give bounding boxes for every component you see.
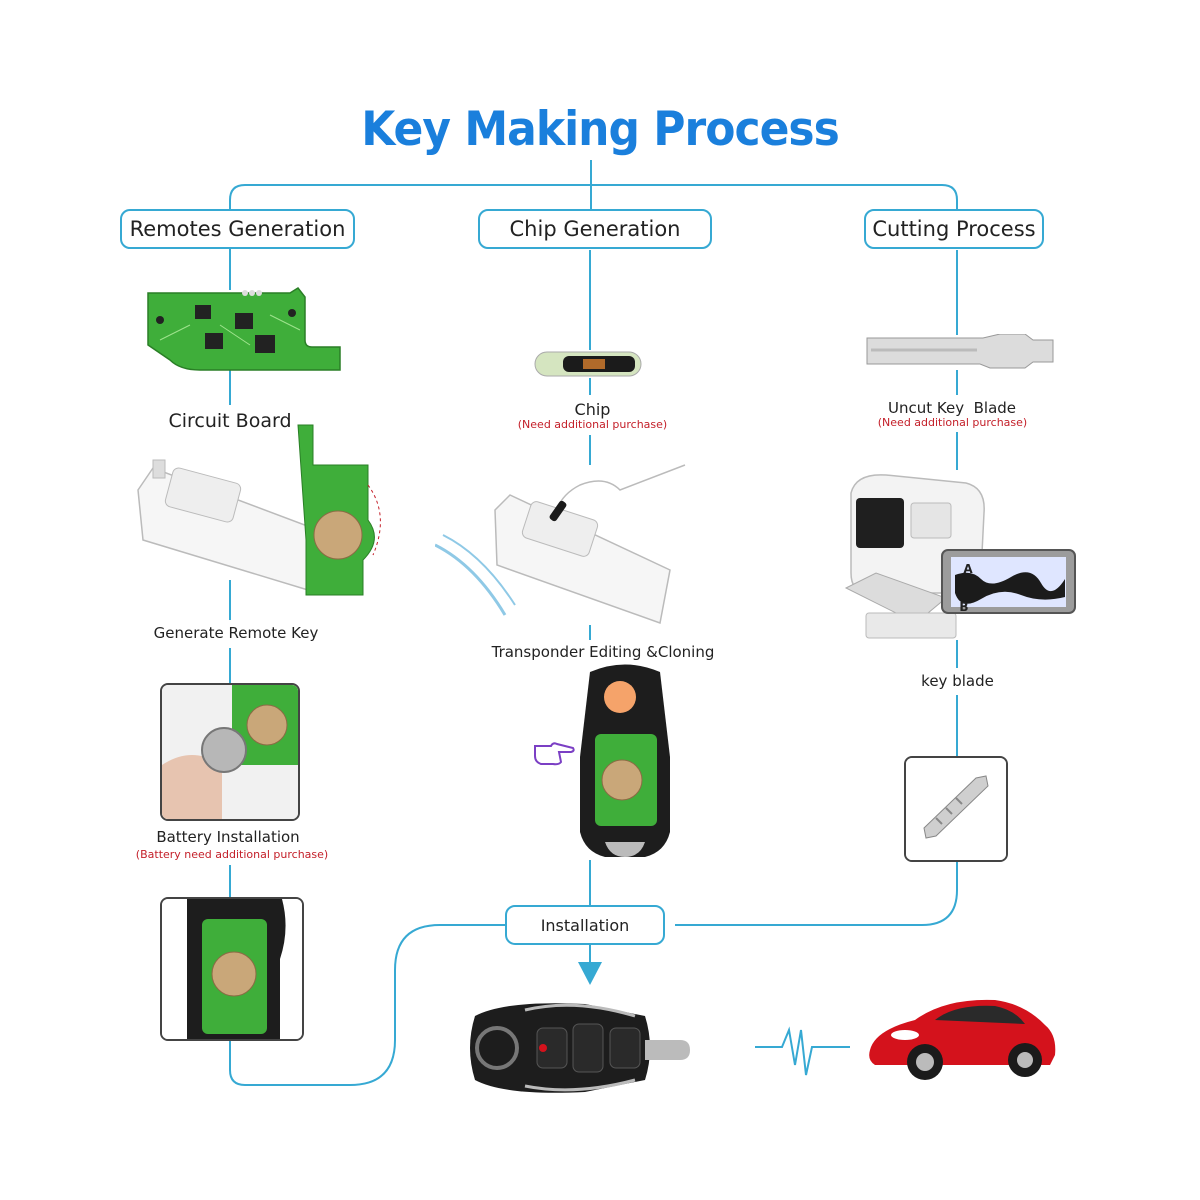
- chart-label-a: A: [963, 562, 973, 576]
- circuit-board-image: [147, 287, 341, 371]
- pointing-hand-icon: [534, 742, 575, 766]
- finished-flip-key-image: [470, 1003, 690, 1093]
- uncut-blade-image: [866, 334, 1054, 369]
- cut-blade-photo: [904, 756, 1008, 862]
- generate-remote-key-label: Generate Remote Key: [153, 624, 319, 642]
- flip-key-inside-photo: [160, 897, 304, 1041]
- battery-installation-label: Battery Installation: [156, 828, 300, 846]
- red-car-image: [869, 999, 1056, 1080]
- circuit-board-label: Circuit Board: [168, 410, 292, 432]
- blade-note: (Need additional purchase): [877, 416, 1028, 429]
- signal-wave-icon: [755, 1026, 850, 1076]
- chip-image: [534, 351, 642, 377]
- flip-key-open-image: [580, 664, 670, 857]
- battery-photo: [160, 683, 300, 821]
- chip-programmer-image: [435, 464, 686, 625]
- installation-box: Installation: [505, 905, 665, 945]
- blade-cut-chart-image: [941, 549, 1076, 614]
- chart-label-b: B: [959, 600, 969, 614]
- remote-programmer-image: [137, 424, 381, 596]
- remotes-generation-header: Remotes Generation: [120, 209, 355, 249]
- chip-label: Chip: [574, 400, 611, 419]
- key-blade-label: key blade: [921, 672, 994, 690]
- cutting-process-header: Cutting Process: [864, 209, 1044, 249]
- battery-note: (Battery need additional purchase): [135, 848, 329, 861]
- uncut-blade-label: Uncut Key Blade: [887, 399, 1017, 417]
- transponder-label: Transponder Editing &Cloning: [491, 643, 715, 661]
- chip-generation-header: Chip Generation: [478, 209, 712, 249]
- down-arrow-icon: [578, 962, 602, 985]
- page-title: Key Making Process: [361, 101, 840, 158]
- chip-note: (Need additional purchase): [517, 418, 668, 431]
